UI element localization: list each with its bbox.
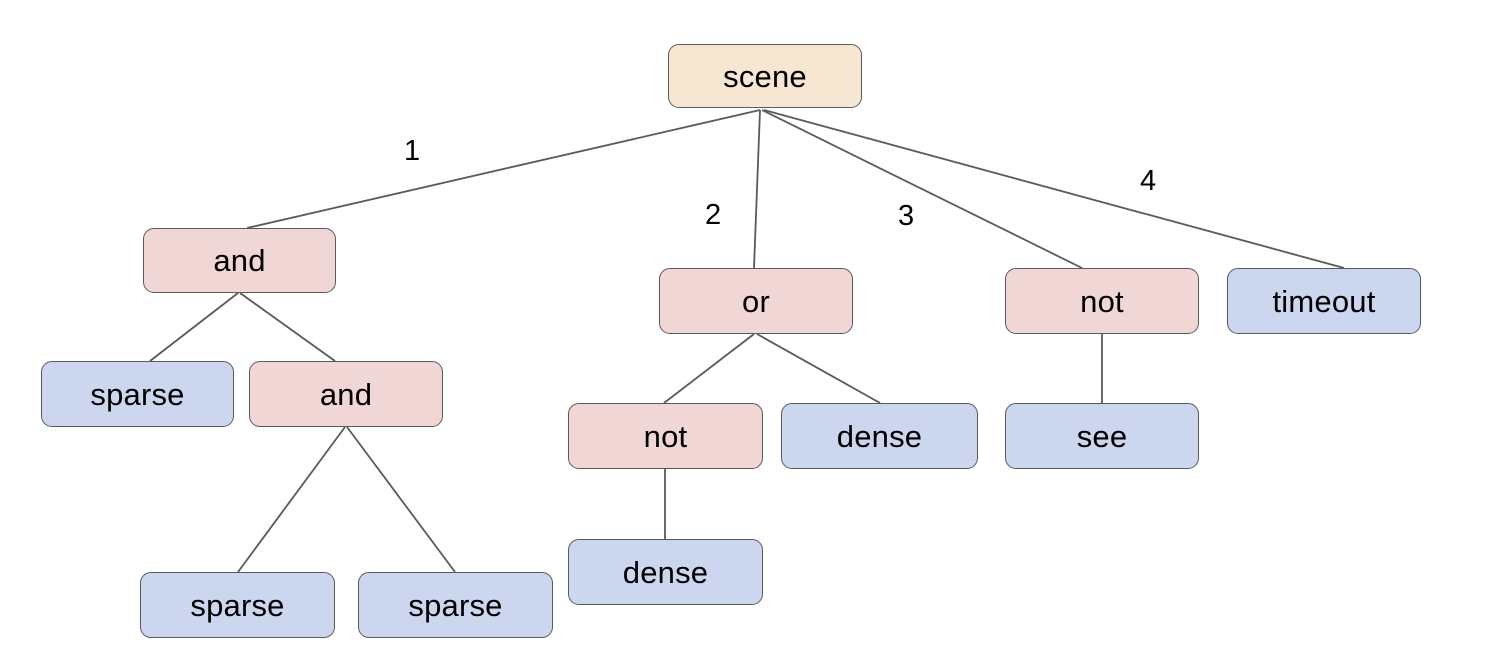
tree-node-dense2[interactable]: dense <box>568 539 763 605</box>
tree-edge-scene-to-not1 <box>761 109 1083 269</box>
tree-edge-scene-to-and1 <box>246 109 761 229</box>
tree-node-and2[interactable]: and <box>249 361 443 427</box>
tree-node-see[interactable]: see <box>1005 403 1199 469</box>
edge-label-1: 1 <box>404 135 421 167</box>
tree-edge-or1-to-dense1 <box>756 333 881 404</box>
edge-label-4: 4 <box>1140 165 1157 197</box>
tree-node-not2[interactable]: not <box>568 403 763 469</box>
tree-node-dense1[interactable]: dense <box>781 403 978 469</box>
tree-edge-and2-to-sparse2 <box>237 426 346 573</box>
tree-node-not1[interactable]: not <box>1005 268 1199 334</box>
tree-node-or1[interactable]: or <box>659 268 853 334</box>
tree-node-timeout[interactable]: timeout <box>1227 268 1421 334</box>
tree-edge-and1-to-sparse1 <box>149 292 239 362</box>
edge-label-3: 3 <box>898 200 915 232</box>
tree-node-sparse3[interactable]: sparse <box>358 572 553 638</box>
tree-edge-scene-to-or1 <box>753 109 761 269</box>
edge-label-2: 2 <box>705 199 722 231</box>
tree-edge-or1-to-not2 <box>663 333 755 404</box>
tree-node-scene[interactable]: scene <box>668 44 862 108</box>
tree-node-sparse1[interactable]: sparse <box>41 361 234 427</box>
tree-node-sparse2[interactable]: sparse <box>140 572 335 638</box>
tree-edge-scene-to-timeout <box>763 109 1345 269</box>
tree-edge-and1-to-and2 <box>239 292 336 362</box>
tree-edge-and2-to-sparse3 <box>346 426 456 573</box>
tree-node-and1[interactable]: and <box>143 228 336 293</box>
